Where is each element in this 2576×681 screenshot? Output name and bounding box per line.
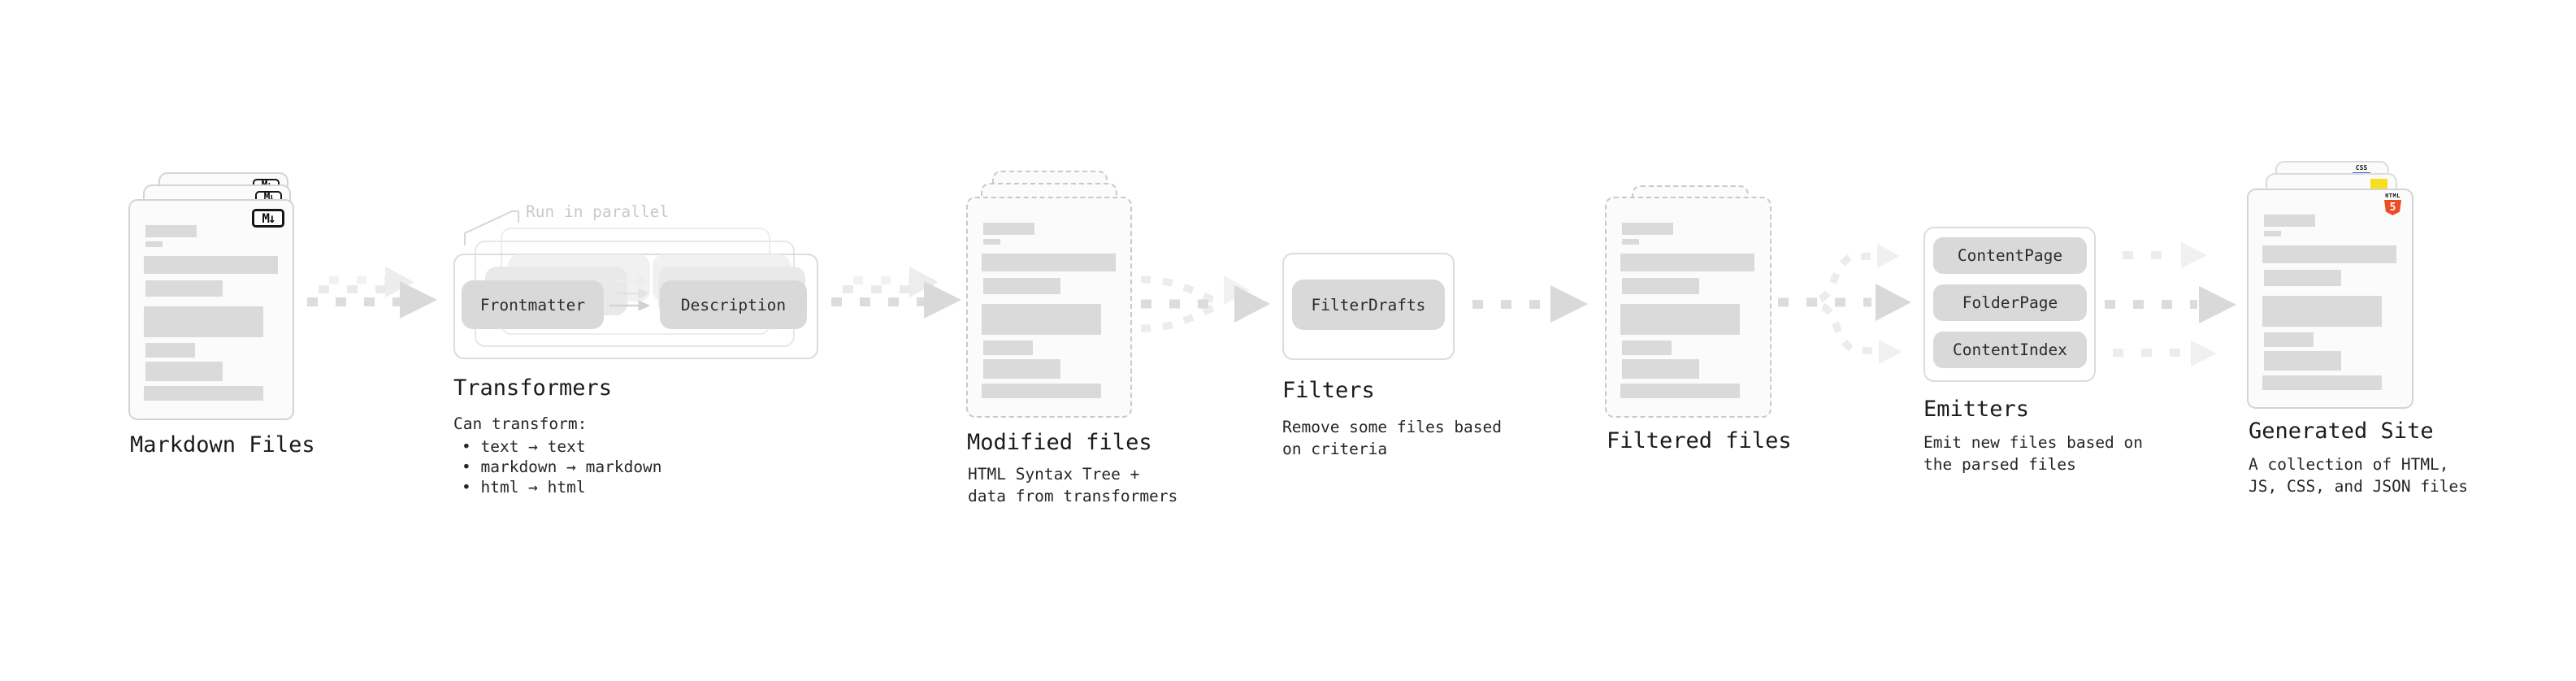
generated-site-desc: JS, CSS, and JSON files xyxy=(2249,477,2469,496)
filtered-files-title: Filtered files xyxy=(1607,428,1792,453)
arrow-dashes xyxy=(2105,300,2197,309)
arrow-head-icon xyxy=(400,281,437,319)
run-in-parallel-connector xyxy=(464,210,519,245)
generated-site-title: Generated Site xyxy=(2249,419,2434,444)
arrow-modified-to-filters xyxy=(1140,275,1270,332)
html5-icon: HTML 5 xyxy=(2383,193,2402,215)
arrow-dashes xyxy=(1472,300,1550,309)
arrow-head-icon xyxy=(1876,284,1911,321)
transformers-bullet: • text → text xyxy=(462,437,586,456)
arrow-dashes xyxy=(307,297,400,306)
arrow-dashes xyxy=(843,285,924,293)
modified-files-desc: HTML Syntax Tree + xyxy=(968,465,1140,484)
arrow-head-icon xyxy=(1879,340,1902,364)
transformers-bullet: • markdown → markdown xyxy=(462,458,662,476)
arrow-head-icon xyxy=(1550,285,1588,323)
markdown-icon: M↓ xyxy=(252,209,284,228)
merge-curve xyxy=(1140,275,1218,306)
description-pill: Description xyxy=(660,280,807,329)
generated-site-desc: A collection of HTML, xyxy=(2249,455,2449,474)
emitters-desc: Emit new files based on xyxy=(1923,433,2144,452)
contentindex-pill: ContentIndex xyxy=(1933,332,2087,368)
branch-curve xyxy=(1820,302,1876,355)
contentpage-pill: ContentPage xyxy=(1933,237,2087,274)
modified-files-title: Modified files xyxy=(967,430,1152,455)
filterdrafts-pill: FilterDrafts xyxy=(1292,280,1445,330)
arrow-dashes xyxy=(319,285,400,293)
arrow-dashes xyxy=(329,276,401,284)
arrow-dashes xyxy=(853,276,925,284)
arrow-filtered-to-emitters xyxy=(1778,244,1911,364)
filters-title: Filters xyxy=(1282,378,1375,403)
transformers-desc-title: Can transform: xyxy=(453,414,588,433)
arrow-dashes xyxy=(2123,251,2179,259)
modified-files-desc: data from transformers xyxy=(968,487,1178,505)
javascript-icon xyxy=(2370,179,2387,189)
arrow-dashes xyxy=(831,297,924,306)
folderpage-pill: FolderPage xyxy=(1933,284,2087,321)
html5-icon-label: HTML xyxy=(2385,193,2400,199)
arrow-head-icon xyxy=(2181,242,2207,268)
arrow-head-icon xyxy=(1234,285,1270,323)
arrow-head-icon xyxy=(2199,286,2236,323)
emitters-title: Emitters xyxy=(1923,397,2030,422)
filters-desc: Remove some files based xyxy=(1282,418,1503,436)
generated-page-front: HTML 5 xyxy=(2247,189,2413,409)
html5-shield-icon: 5 xyxy=(2384,200,2401,215)
branch-curve xyxy=(1818,252,1874,303)
emitters-desc: the parsed files xyxy=(1923,455,2076,474)
css-icon-label: CSS xyxy=(2355,164,2368,171)
transformers-title: Transformers xyxy=(453,375,613,401)
arrow-head-icon xyxy=(2191,340,2217,367)
frontmatter-pill: Frontmatter xyxy=(462,280,604,329)
arrow-head-icon xyxy=(924,281,961,319)
arrow-dashes xyxy=(2113,349,2181,357)
filters-desc: on criteria xyxy=(1282,440,1388,458)
arrow-head-icon xyxy=(1877,244,1900,268)
transformers-bullet: • html → html xyxy=(462,478,586,497)
merge-curve xyxy=(1140,302,1218,332)
markdown-files-title: Markdown Files xyxy=(130,432,315,458)
run-in-parallel-note: Run in parallel xyxy=(526,202,670,221)
parallel-arrows-icon xyxy=(609,275,651,311)
html5-shield-number: 5 xyxy=(2389,202,2396,214)
filtered-page-front xyxy=(1605,197,1772,418)
modified-page-front xyxy=(966,197,1132,418)
markdown-page-front: M↓ xyxy=(128,199,294,420)
